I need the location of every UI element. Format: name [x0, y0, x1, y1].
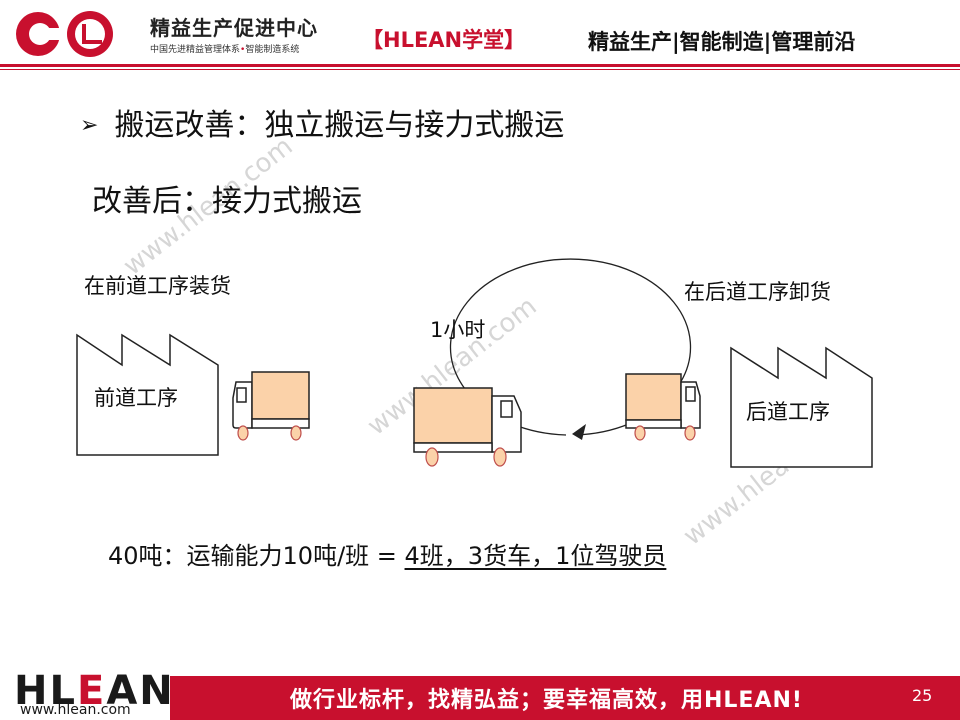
truck-icon [625, 373, 701, 441]
slide-title: ➢搬运改善：独立搬运与接力式搬运 [80, 108, 565, 143]
factory-icon [730, 346, 873, 468]
right-caption: 在后道工序卸货 [684, 280, 831, 304]
header-divider-thin [0, 69, 960, 70]
truck-icon [232, 371, 310, 441]
header-divider [0, 64, 960, 67]
left-factory-label: 前道工序 [94, 386, 178, 410]
right-factory-label: 后道工序 [746, 400, 830, 424]
factory-icon [76, 333, 219, 456]
calculation-result: 4班，3货车，1位驾驶员 [404, 542, 667, 570]
footer-url: www.hlean.com [20, 702, 131, 718]
center-subtitle: 中国先进精益管理体系•智能制造系统 [150, 45, 300, 55]
brand-label: 【HLEAN学堂】 [362, 28, 526, 52]
loop-duration-label: 1小时 [430, 318, 486, 342]
footer-bar [170, 676, 960, 720]
page-number: 25 [912, 686, 933, 705]
subheading: 改善后：接力式搬运 [92, 184, 362, 219]
bullet-arrow-icon: ➢ [80, 113, 99, 138]
truck-icon [413, 387, 522, 467]
footer-logo: HLEAN [14, 668, 175, 714]
left-caption: 在前道工序装货 [84, 274, 231, 298]
center-name: 精益生产促进中心 [150, 16, 318, 40]
footer-slogan: 做行业标杆，找精弘益；要幸福高效，用HLEAN! [290, 688, 803, 713]
company-logo-icon [8, 6, 138, 62]
header-tagline: 精益生产|智能制造|管理前沿 [588, 30, 856, 54]
capacity-calculation: 40吨：运输能力10吨/班 = 4班，3货车，1位驾驶员 [108, 542, 667, 570]
